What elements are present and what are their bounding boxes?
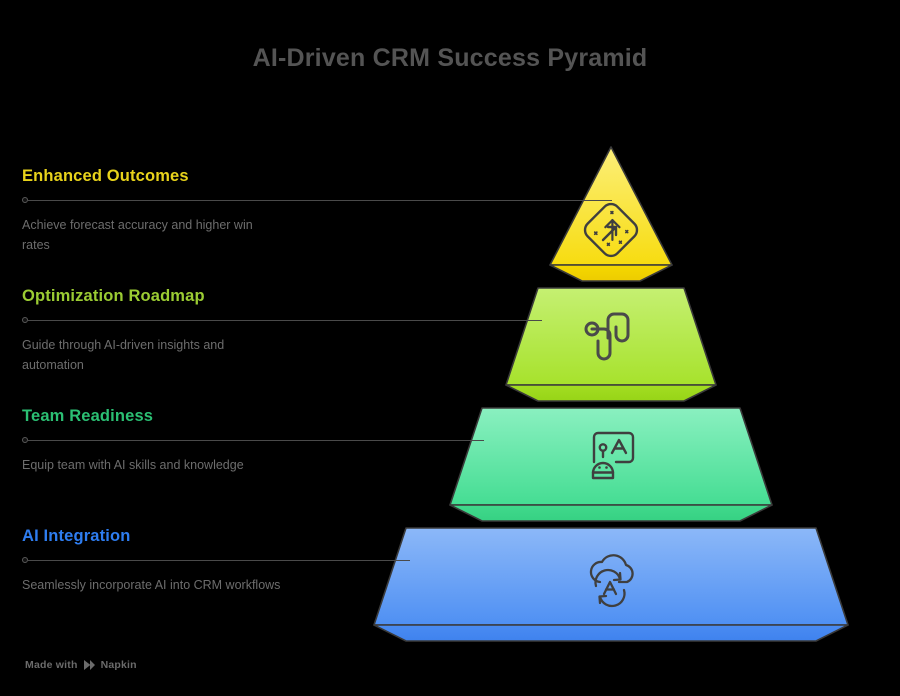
connector-line-1 (27, 200, 612, 201)
tier-3-title: Team Readiness (22, 407, 154, 425)
tier-4-label-block: AI Integration (22, 526, 352, 546)
pyramid-tier-2[interactable] (505, 287, 717, 402)
pyramid-tier-4[interactable] (373, 527, 849, 642)
tier-4-desc-block: Seamlessly incorporate AI into CRM workf… (22, 566, 352, 595)
tier-3-description: Equip team with AI skills and knowledge (22, 458, 244, 472)
pyramid-tier-1[interactable] (549, 146, 673, 282)
tier-3-base-plate (449, 504, 773, 522)
tier-4-title: AI Integration (22, 527, 131, 545)
tier-2-description: Guide through AI-driven insights and aut… (22, 338, 225, 372)
tier-3-label-block: Team Readiness (22, 406, 352, 426)
ai-cloud-sync-icon (589, 554, 634, 608)
tier-2-face (505, 287, 717, 386)
tier-1-title: Enhanced Outcomes (22, 167, 189, 185)
tier-2-base-plate (505, 384, 717, 402)
pyramid-tier-3[interactable] (449, 407, 773, 522)
tier-1-label-block: Enhanced Outcomes (22, 166, 352, 186)
tier-4-face (373, 527, 849, 626)
tier-1-connector (22, 196, 612, 205)
tier-4-base-plate (373, 624, 849, 642)
footer-prefix: Made with (25, 659, 78, 671)
footer-brand: Napkin (100, 659, 137, 671)
tier-3-desc-block: Equip team with AI skills and knowledge (22, 446, 352, 475)
robot-teaching-board-icon (591, 431, 635, 480)
growth-arrow-sparkle-icon (583, 202, 639, 258)
connector-line-2 (27, 320, 542, 321)
tier-3-face (449, 407, 773, 506)
connector-line-4 (27, 560, 410, 561)
tier-3-connector (22, 436, 484, 445)
tier-1-desc-block: Achieve forecast accuracy and higher win… (22, 206, 352, 255)
roadmap-path-icon (584, 312, 630, 361)
page-title: AI-Driven CRM Success Pyramid (252, 44, 648, 72)
tier-4-connector (22, 556, 410, 565)
connector-line-3 (27, 440, 484, 441)
tier-1-face (549, 146, 673, 266)
tier-4-description: Seamlessly incorporate AI into CRM workf… (22, 578, 281, 592)
tier-2-connector (22, 316, 542, 325)
tier-2-label-block: Optimization Roadmap (22, 286, 352, 306)
napkin-logo-icon (83, 659, 96, 671)
tier-1-base-plate (549, 264, 673, 282)
made-with-napkin-footer[interactable]: Made with Napkin (25, 659, 137, 671)
tier-2-desc-block: Guide through AI-driven insights and aut… (22, 326, 352, 375)
tier-2-title: Optimization Roadmap (22, 287, 205, 305)
tier-1-description: Achieve forecast accuracy and higher win… (22, 218, 253, 252)
